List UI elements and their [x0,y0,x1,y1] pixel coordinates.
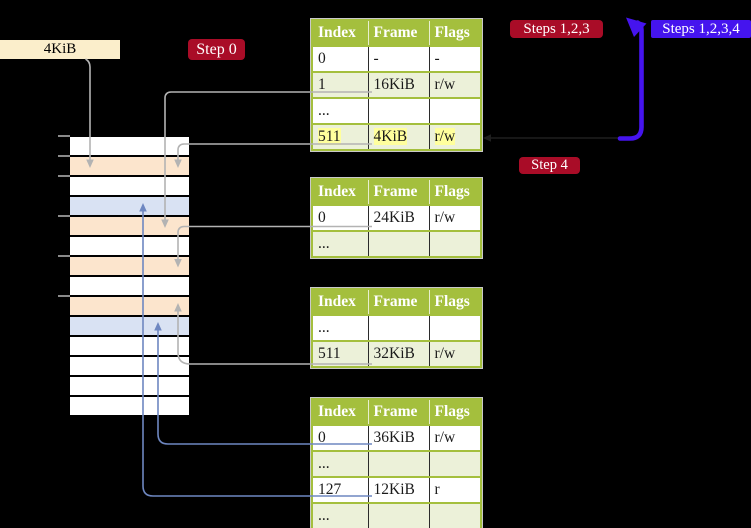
memory-frame-9 [70,317,189,335]
header-flags: Flags [428,289,481,315]
memory-tick [58,215,70,217]
memory-frame-2 [70,177,189,195]
highlighted-value: r/w [434,128,456,145]
highlighted-value: 4KiB [373,128,408,145]
table-cell: r/w [428,424,481,451]
header-index: Index [312,289,368,315]
steps123-badge: Steps 1,2,3 [510,20,603,38]
memory-frame-3 [70,197,189,215]
table-row: ... [312,450,481,477]
table-row: 127 12KiB r [312,476,481,503]
header-flags: Flags [428,399,481,425]
header-index: Index [312,179,368,205]
memory-frame-6 [70,257,189,275]
step4-badge: Step 4 [519,157,580,174]
table-row: ... [312,230,481,257]
table-row: 0 36KiB r/w [312,424,481,451]
step4-pointer-arrow [483,134,619,142]
header-index: Index [312,20,368,46]
memory-frame-13 [70,397,189,415]
table-cell [428,97,481,124]
table-cell: 12KiB [367,476,429,503]
header-frame: Frame [367,399,429,425]
memory-frame-11 [70,357,189,375]
table-cell: ... [312,230,368,257]
header-frame: Frame [367,289,429,315]
memory-frame-1 [70,157,189,175]
table-row-highlighted: 511 4KiB r/w [312,123,481,150]
table-cell: 0 [312,45,368,72]
table-cell: 1 [312,71,368,98]
table-cell: 4KiB [367,123,429,150]
table-cell: 36KiB [367,424,429,451]
step0-badge: Step 0 [188,39,245,60]
table-row: 511 32KiB r/w [312,340,481,367]
memory-tick [58,135,70,137]
table-cell: 511 [312,123,368,150]
table-cell: 0 [312,204,368,231]
table-cell: ... [312,502,368,528]
table-cell [367,502,429,528]
memory-frame-8 [70,297,189,315]
memory-frame-4 [70,217,189,235]
memory-tick [58,295,70,297]
header-flags: Flags [428,20,481,46]
memory-tick [58,175,70,177]
table-row: 1 16KiB r/w [312,71,481,98]
memory-frame-12 [70,377,189,395]
memory-frame-5 [70,237,189,255]
table-row: ... [312,502,481,528]
page-table-2: Index Frame Flags 0 24KiB r/w ... [310,177,483,259]
table-cell [367,450,429,477]
table-row: ... [312,314,481,341]
memory-frame-0 [70,137,189,155]
steps-big-arrow [617,17,647,141]
memory-tick [58,255,70,257]
table-cell [428,502,481,528]
table-cell: 0 [312,424,368,451]
table-row: 0 - - [312,45,481,72]
table-cell: ... [312,97,368,124]
page-table-4: Index Frame Flags 0 36KiB r/w ... 127 12… [310,397,483,528]
table-cell: r/w [428,204,481,231]
table-cell: ... [312,314,368,341]
table-cell [428,230,481,257]
table-cell: 16KiB [367,71,429,98]
table-cell: r/w [428,340,481,367]
table-cell: r/w [428,123,481,150]
header-index: Index [312,399,368,425]
header-frame: Frame [367,20,429,46]
table-cell [428,450,481,477]
table-cell: 24KiB [367,204,429,231]
steps1234-badge: Steps 1,2,3,4 [651,20,751,38]
table-cell: r/w [428,71,481,98]
page-table-3: Index Frame Flags ... 511 32KiB r/w [310,287,483,369]
highlighted-value: 511 [318,128,341,145]
header-frame: Frame [367,179,429,205]
table-cell: - [428,45,481,72]
table-cell [367,314,429,341]
table-cell: - [367,45,429,72]
memory-tick [58,155,70,157]
memory-frame-10 [70,337,189,355]
table-cell: r [428,476,481,503]
physical-memory [70,135,189,417]
table-cell [367,97,429,124]
table-cell: ... [312,450,368,477]
table-cell [367,230,429,257]
frame-size-label: 4KiB [0,40,120,59]
table-cell: 511 [312,340,368,367]
table-row: 0 24KiB r/w [312,204,481,231]
table-cell: 32KiB [367,340,429,367]
table-row: ... [312,97,481,124]
table-cell: 127 [312,476,368,503]
table-cell [428,314,481,341]
memory-frame-7 [70,277,189,295]
page-table-1: Index Frame Flags 0 - - 1 16KiB r/w ... … [310,18,483,152]
header-flags: Flags [428,179,481,205]
